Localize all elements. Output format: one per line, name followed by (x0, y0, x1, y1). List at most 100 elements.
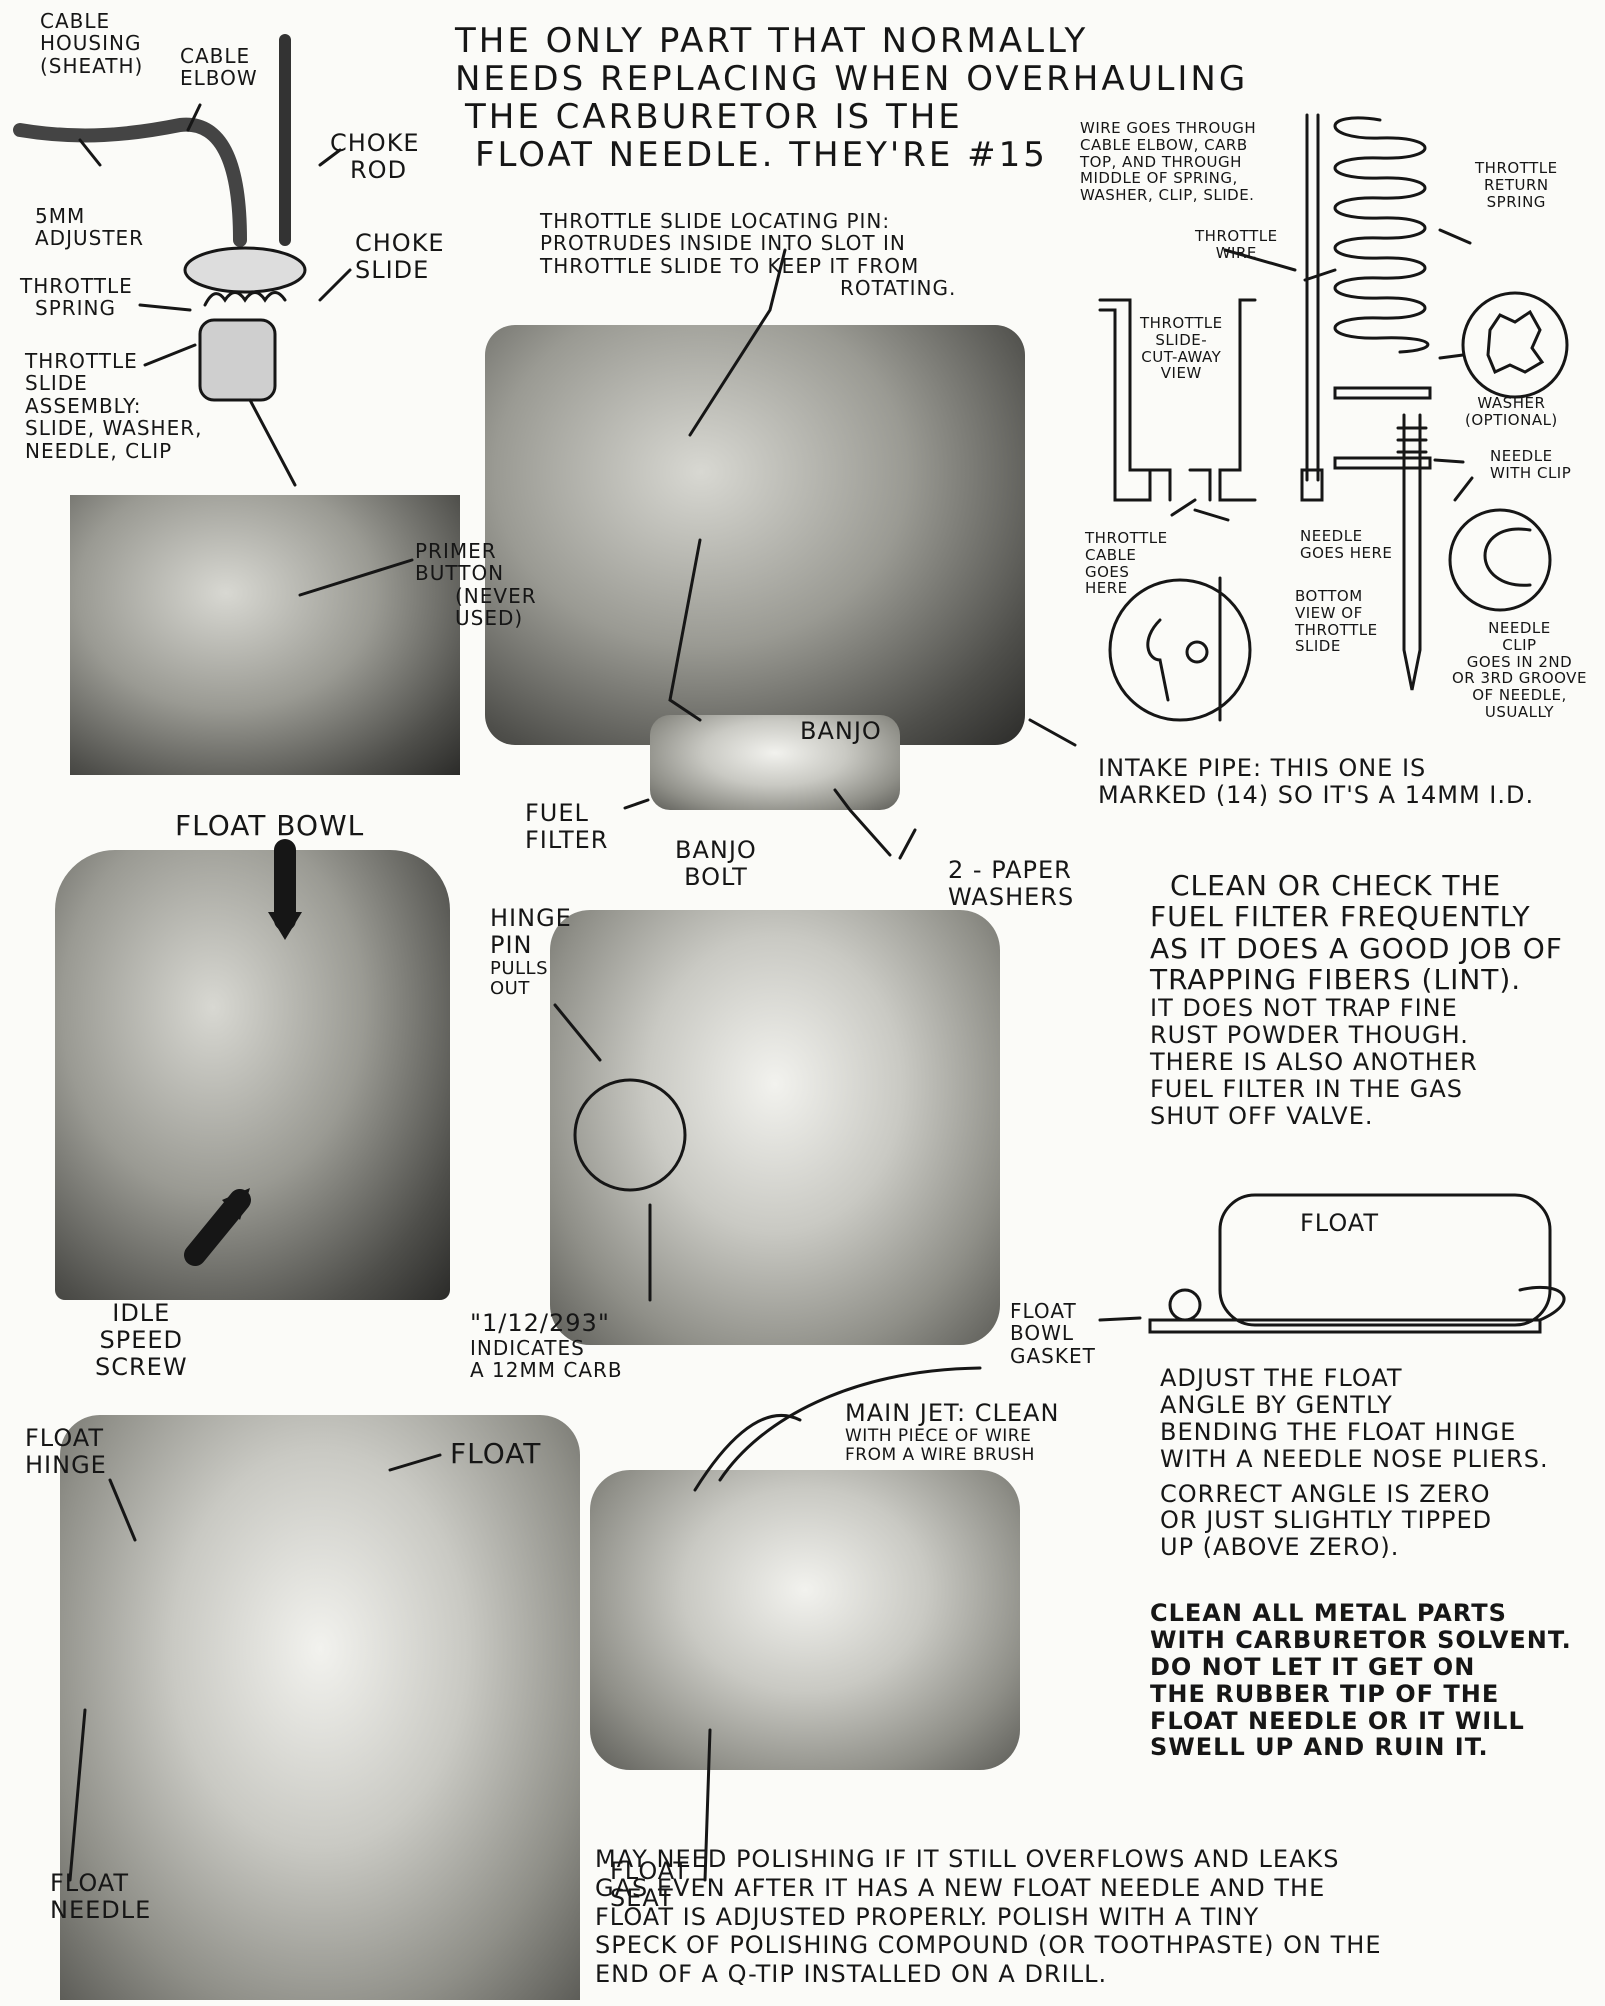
note-float-adjust: ADJUST THE FLOAT ANGLE BY GENTLY BENDING… (1160, 1365, 1549, 1561)
label-float-hinge: FLOAT HINGE (25, 1425, 107, 1479)
label-float-seat: FLOAT SEAT (610, 1858, 689, 1912)
label-adjuster: 5mm ADJUSTER (35, 205, 144, 250)
note-line: OR JUST SLIGHTLY TIPPED (1160, 1506, 1493, 1535)
note-line: CORRECT ANGLE IS ZERO (1160, 1479, 1491, 1508)
label-line: OR 3rd GROOVE (1452, 669, 1587, 688)
label-needle-clip: NEEDLE CLIP GOES IN 2nd OR 3rd GROOVE OF… (1452, 620, 1587, 721)
float-bowl-photo (55, 850, 450, 1300)
label-line: CABLE (180, 44, 251, 68)
label-line: SLIDE (355, 255, 430, 284)
label-throttle-cable-goes-here: THROTTLE CABLE GOES HERE (1085, 530, 1168, 597)
label-primer-button: PRIMER BUTTON (NEVER USED) (415, 540, 537, 630)
label-line: FLOAT (1010, 1299, 1077, 1323)
label-line: OUT (490, 977, 530, 999)
label-line: USED) (455, 606, 524, 631)
label-idle-speed-screw: IDLE SPEED SCREW (95, 1300, 188, 1381)
label-line: SLIDE (25, 371, 88, 396)
label-line: BANJO (675, 836, 757, 864)
title-line: THE CARBURETOR IS THE (465, 97, 963, 138)
label-line: ROTATING. (840, 276, 957, 301)
note-polish: MAY NEED POLISHING IF IT STILL OVERFLOWS… (595, 1845, 1381, 1989)
note-line: MAY NEED POLISHING IF IT STILL OVERFLOWS… (595, 1845, 1340, 1873)
label-line: GASKET (1010, 1343, 1096, 1368)
label-line: CABLE (40, 9, 111, 33)
label-line: GOES IN 2nd (1466, 652, 1573, 671)
label-line: SLIDE (1295, 637, 1341, 656)
label-line: THROTTLE (1295, 620, 1378, 639)
title-line: FLOAT NEEDLE. THEY'RE #15 (475, 135, 1048, 176)
label-bottom-view: BOTTOM VIEW OF THROTTLE SLIDE (1295, 588, 1378, 655)
note-line: CLEAN OR CHECK THE (1170, 869, 1502, 902)
note-line: RUST POWDER THOUGH. (1150, 1021, 1469, 1050)
label-line: NEEDLE, CLIP (25, 438, 173, 463)
label-line: BUTTON (415, 561, 505, 586)
label-line: WASHERS (948, 882, 1075, 911)
label-line: NEEDLE (1300, 527, 1363, 545)
label-cable-housing: CABLE HOUSING (SHEATH) (40, 9, 144, 78)
label-line: SLIDE- (1155, 330, 1208, 349)
banjo-parts-photo (650, 715, 900, 810)
label-throttle-slide-assembly: THROTTLE SLIDE ASSEMBLY: SLIDE, WASHER, … (25, 350, 202, 462)
title-line: THE ONLY PART THAT NORMALLY (455, 21, 1089, 61)
label-throttle-return-spring: THROTTLE RETURN SPRING (1475, 160, 1558, 210)
label-line: ELBOW (180, 66, 258, 91)
label-needle-with-clip: NEEDLE WITH CLIP (1490, 448, 1571, 482)
label-line: WIRE (1215, 243, 1257, 262)
label-line: 5mm (35, 204, 86, 228)
label-line: CABLE ELBOW, CARB (1080, 135, 1248, 154)
note-line: WITH A NEEDLE NOSE PLIERS. (1160, 1444, 1549, 1473)
label-line: VIEW (1160, 364, 1202, 383)
label-washer-optional: WASHER (OPTIONAL) (1465, 395, 1558, 429)
note-line: SWELL UP AND RUIN IT. (1150, 1733, 1489, 1762)
label-line: GOES HERE (1300, 543, 1393, 562)
label-line: NEEDLE (1490, 447, 1553, 465)
page-title: THE ONLY PART THAT NORMALLY NEEDS REPLAC… (455, 22, 1248, 174)
label-line: RETURN (1483, 175, 1549, 194)
label-line: THROTTLE (25, 349, 138, 373)
label-line: FILTER (525, 825, 609, 854)
label-throttle-wire: THROTTLE WIRE (1195, 228, 1278, 262)
label-line: IDLE (112, 1299, 171, 1327)
note-line: BENDING THE FLOAT HINGE (1160, 1417, 1517, 1446)
label-locating-pin: THROTTLE SLIDE LOCATING PIN: PROTRUDES I… (540, 210, 956, 300)
label-line: PROTRUDES INSIDE INTO SLOT IN (540, 231, 906, 256)
label-float-bowl-gasket: FLOAT BOWL GASKET (1010, 1299, 1096, 1368)
label-line: THROTTLE SLIDE LOCATING PIN: (540, 209, 891, 233)
label-wire-note: WIRE GOES THROUGH CABLE ELBOW, CARB TOP,… (1080, 120, 1256, 204)
label-banjo-bolt: BANJO BOLT (675, 837, 757, 891)
label-line: WASHER, CLIP, SLIDE. (1080, 186, 1255, 205)
label-fuel-filter: FUEL FILTER (525, 800, 608, 854)
note-line: AS IT DOES A GOOD JOB OF (1150, 931, 1563, 965)
label-line: FUEL (525, 799, 589, 827)
hinge-pin-photo (550, 910, 1000, 1345)
label-line: SPRING (1486, 192, 1546, 211)
label-line: CABLE (1085, 545, 1137, 564)
label-line: MARKED (14) SO IT'S A 14mm I.D. (1098, 780, 1535, 809)
label-line: ADJUSTER (35, 226, 145, 251)
label-paper-washers: 2 - PAPER WASHERS (948, 857, 1074, 911)
label-line: THROTTLE (1140, 314, 1223, 332)
label-float: FLOAT (450, 1437, 542, 1470)
label-line: WITH CLIP (1490, 463, 1572, 482)
note-line: CLEAN ALL METAL PARTS (1150, 1599, 1507, 1627)
label-line: INDICATES (470, 1335, 585, 1360)
label-line: HOUSING (40, 31, 142, 56)
label-line: (SHEATH) (40, 53, 144, 78)
label-line: 2 - PAPER (948, 856, 1072, 884)
label-line: USUALLY (1484, 702, 1555, 721)
label-line: NEEDLE (1488, 619, 1551, 637)
label-line: CLIP (1502, 635, 1537, 654)
label-line: BOLT (684, 862, 748, 891)
label-line: FROM A WIRE BRUSH (845, 1444, 1035, 1465)
label-line: PIN (490, 930, 533, 959)
note-line: UP (ABOVE ZERO). (1160, 1533, 1400, 1562)
note-line: SHUT OFF VALVE. (1150, 1101, 1374, 1130)
label-line: FLOAT (25, 1424, 105, 1452)
label-line: "1/12/293" (470, 1309, 610, 1337)
main-jet-photo (590, 1470, 1020, 1770)
note-line: TRAPPING FIBERS (LINT). (1150, 963, 1522, 997)
label-line: THROTTLE (1475, 159, 1558, 177)
label-line: CHOKE (355, 229, 445, 257)
label-line: NEEDLE (50, 1895, 152, 1924)
